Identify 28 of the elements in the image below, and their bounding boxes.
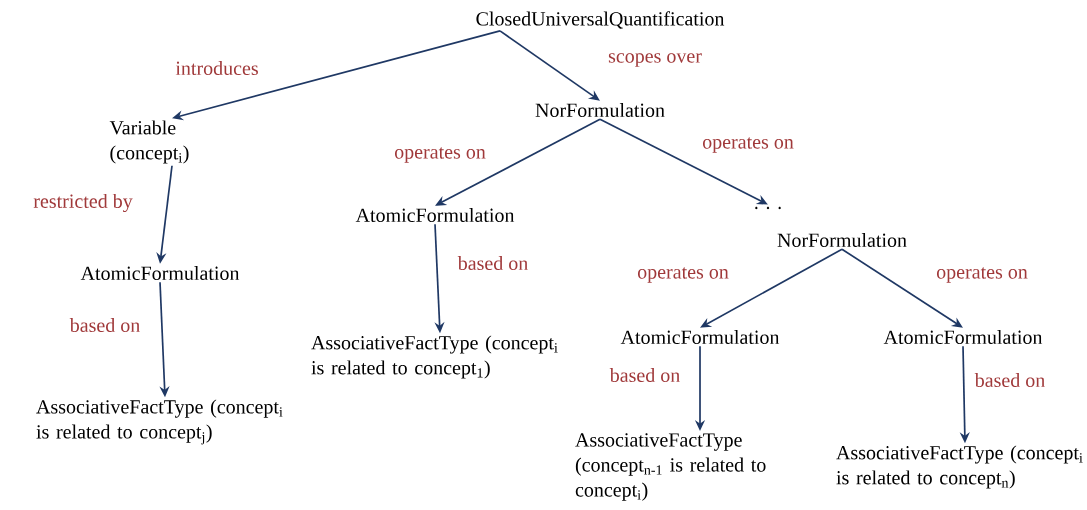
arrow — [435, 118, 601, 206]
concept-text: AssociativeFactType (concept$_{i}$ is related to concept$_{n}$) — [836, 445, 1083, 489]
concept-text: AtomicFormulation — [620, 329, 780, 344]
edge-label: operates on — [935, 266, 1029, 284]
concept-text: NorFormulation — [535, 102, 665, 117]
concept-text: AtomicFormulation — [355, 207, 515, 222]
edge-label: scopes over — [607, 52, 703, 68]
edge-label: based on — [68, 316, 142, 334]
arrow — [700, 248, 843, 328]
arrow — [841, 248, 963, 328]
concept-text: NorFormulation — [777, 232, 907, 247]
concept-text: AssociativeFactType (concept$_{i}$ is related to concept$_{j}$) — [36, 399, 283, 445]
concept-text: ClosedUniversalQuantification — [476, 11, 725, 29]
concept-text: . . . — [755, 206, 781, 210]
edge-label: based on — [456, 254, 530, 272]
concept-text: AtomicFormulation — [883, 329, 1043, 344]
edge-label: based on — [973, 371, 1047, 389]
concept-text: AssociativeFactType (concept$_{i}$ is related to concept$_{1}$) — [311, 335, 558, 379]
edge-label: operates on — [701, 136, 795, 154]
concept-text: AtomicFormulation — [80, 265, 240, 280]
edge-label: operates on — [636, 266, 730, 284]
edge-label: introduces — [174, 59, 260, 77]
edge-label: based on — [608, 366, 682, 384]
edge-label: restricted by — [32, 192, 134, 214]
arrow — [499, 30, 600, 101]
concept-text: AssociativeFactType (concept$_{n-1}$ is related to concept$_{i}$) — [575, 433, 766, 501]
concept-text: Variable (concept$_{i}$) — [109, 120, 189, 164]
edge-label: operates on — [393, 146, 487, 164]
